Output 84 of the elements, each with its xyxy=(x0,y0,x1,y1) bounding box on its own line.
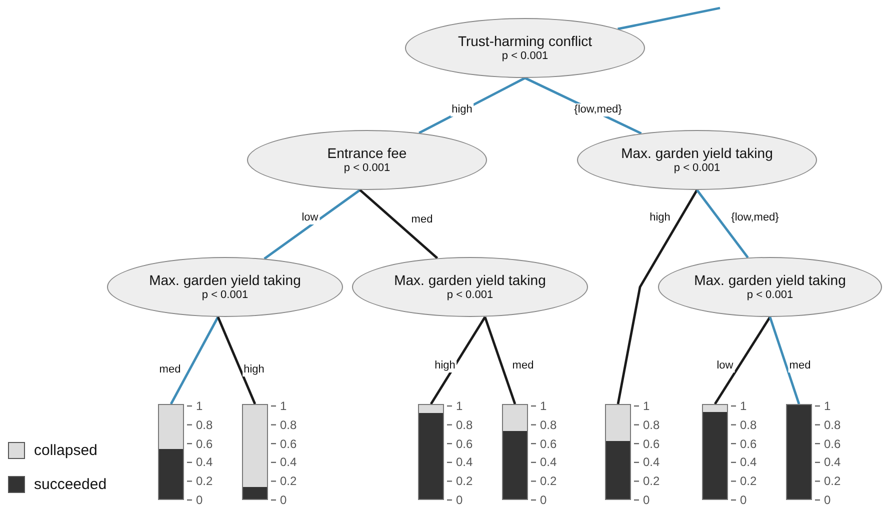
edge-label: high xyxy=(450,104,474,116)
axis-tick-label: 0.4 xyxy=(456,456,473,468)
edge-label: low xyxy=(300,212,320,224)
axis-tick-label: 0 xyxy=(824,494,831,505)
axis-tick-label: 0.8 xyxy=(740,418,757,431)
axis-tick-label: 0.6 xyxy=(643,438,660,450)
p-value: p < 0.001 xyxy=(746,289,794,302)
p-value: p < 0.001 xyxy=(674,162,720,175)
axis-tick-label: 0.4 xyxy=(643,456,660,468)
tree-branch-line xyxy=(359,189,438,260)
axis-tick-label: 0.2 xyxy=(540,475,557,488)
axis-tick-label: 0 xyxy=(456,494,463,505)
axis-tick-label: 0.4 xyxy=(540,456,557,468)
axis-tick-label: 1 xyxy=(456,400,463,412)
stacked-proportion-bar xyxy=(502,404,528,500)
p-value: p < 0.001 xyxy=(502,50,548,63)
axis-tick-label: 0.2 xyxy=(280,475,297,488)
axis-tick-label: 0 xyxy=(740,494,747,505)
split-variable: Entrance fee xyxy=(327,145,407,162)
tree-branch-line xyxy=(430,316,486,405)
edge-label: {low,med} xyxy=(730,212,780,224)
axis-tick-label: 0.4 xyxy=(740,456,757,468)
axis-tick-label: 1 xyxy=(540,400,547,412)
axis-tick-label: 0.2 xyxy=(643,475,660,488)
axis-tick-label: 0.8 xyxy=(643,418,660,431)
axis-tick-label: 0.6 xyxy=(456,438,473,450)
split-variable: Max. garden yield taking xyxy=(621,145,773,162)
edge-label: high xyxy=(648,212,672,224)
edge-label: med xyxy=(788,360,812,372)
axis-tick-label: 0.8 xyxy=(456,418,473,431)
axis-tick-label: 0.2 xyxy=(824,475,841,488)
axis-tick-label: 0.2 xyxy=(456,475,473,488)
axis-tick-label: 0 xyxy=(196,494,203,505)
axis-tick-label: 0.4 xyxy=(196,456,213,468)
stacked-proportion-bar xyxy=(605,404,631,500)
axis-tick-label: 0.8 xyxy=(540,418,557,431)
tree-branch-line xyxy=(484,316,516,404)
split-variable: Max. garden yield taking xyxy=(149,272,301,289)
tree-branch-line xyxy=(714,316,772,405)
axis-tick-label: 0.8 xyxy=(824,418,841,431)
split-variable: Trust-harming conflict xyxy=(458,33,592,50)
axis-tick-label: 1 xyxy=(280,400,287,412)
stacked-proportion-bar xyxy=(418,404,444,500)
tree-branch-line xyxy=(264,189,361,260)
axis-tick-label: 0.6 xyxy=(196,438,213,450)
axis-tick-label: 1 xyxy=(643,400,650,412)
stacked-proportion-bar xyxy=(158,404,184,500)
stacked-proportion-bar xyxy=(702,404,728,500)
axis-tick-label: 0.8 xyxy=(280,418,297,431)
edge-label: high xyxy=(434,360,456,372)
tree-branch-line xyxy=(418,76,526,134)
tree-branch-line xyxy=(768,316,800,404)
axis-tick-label: 1 xyxy=(824,400,831,412)
axis-tick-label: 0 xyxy=(643,494,650,505)
split-variable: Max. garden yield taking xyxy=(694,272,846,289)
p-value: p < 0.001 xyxy=(446,289,494,302)
legend-label: succeeded xyxy=(34,476,107,493)
split-variable: Max. garden yield taking xyxy=(394,272,546,289)
axis-tick-label: 1 xyxy=(740,400,747,412)
edge-label: {low,med} xyxy=(573,104,623,116)
p-value: p < 0.001 xyxy=(344,162,390,175)
p-value: p < 0.001 xyxy=(202,289,248,302)
stacked-proportion-bar xyxy=(242,404,268,500)
tree-branch-line xyxy=(216,316,256,404)
edge-label: low xyxy=(716,360,734,372)
axis-tick-label: 0.2 xyxy=(740,475,757,488)
axis-tick-label: 0.8 xyxy=(196,418,213,431)
edge-label: high xyxy=(242,364,266,376)
axis-tick-label: 1 xyxy=(196,400,203,412)
tree-branch-line xyxy=(618,6,720,30)
axis-tick-label: 0 xyxy=(280,494,287,505)
axis-tick-label: 0.6 xyxy=(540,438,557,450)
axis-tick-label: 0.2 xyxy=(196,475,213,488)
tree-branch-line xyxy=(616,189,698,404)
axis-tick-label: 0 xyxy=(540,494,547,505)
axis-tick-label: 0.4 xyxy=(280,456,297,468)
tree-branch-line xyxy=(170,316,220,405)
tree-branch-line xyxy=(696,189,749,258)
axis-tick-label: 0.4 xyxy=(824,456,841,468)
legend-label: collapsed xyxy=(34,442,98,459)
axis-tick-label: 0.6 xyxy=(740,438,757,450)
axis-tick-label: 0.6 xyxy=(280,438,297,450)
stacked-proportion-bar xyxy=(786,404,812,500)
axis-tick-label: 0.6 xyxy=(824,438,841,450)
